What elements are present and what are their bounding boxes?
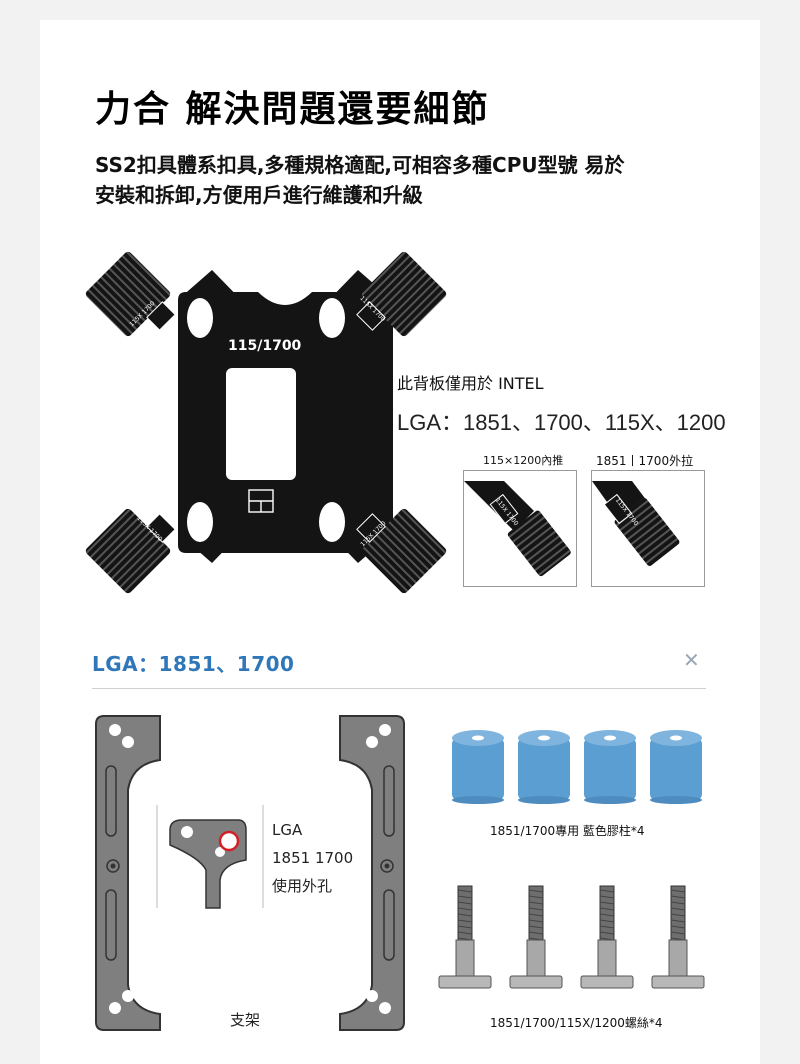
intro-line-1: SS2扣具體系扣具,多種規格適配,可相容多種CPU型號 易於	[95, 153, 625, 177]
detail-line-outer-holes: 使用外孔	[272, 877, 333, 895]
option-caption-push: 115×1200內推	[483, 454, 564, 467]
backplate-label: 115/1700	[228, 338, 302, 354]
close-x-icon[interactable]: ✕	[683, 648, 700, 672]
lga-compat-list: LGA：1851、1700、115X、1200	[397, 410, 726, 435]
intro-line-2: 安裝和拆卸,方便用戶進行維護和升級	[95, 183, 423, 207]
intel-only-note: 此背板僅用於 INTEL	[397, 374, 544, 393]
screws-caption: 1851/1700/115X/1200螺絲*4	[490, 1016, 663, 1030]
intro-text: SS2扣具體系扣具,多種規格適配,可相容多種CPU型號 易於 安裝和拆卸,方便用…	[95, 150, 625, 210]
option-box-push: 115X 1700	[463, 470, 577, 587]
bracket-caption: 支架	[230, 1011, 261, 1029]
page-title: 力合 解決問題還要細節	[95, 89, 490, 130]
bracket-detail-label: LGA 1851 1700 使用外孔	[272, 816, 353, 900]
detail-line-lga: LGA	[272, 821, 303, 839]
option-caption-pull: 1851丨1700外拉	[596, 454, 694, 468]
option-box-pull: 115X 1700	[591, 470, 705, 587]
detail-line-sockets: 1851 1700	[272, 849, 354, 867]
section-title: LGA：1851、1700	[92, 652, 295, 676]
section-divider	[92, 688, 706, 689]
standoffs-caption: 1851/1700專用 藍色膠柱*4	[490, 824, 645, 838]
